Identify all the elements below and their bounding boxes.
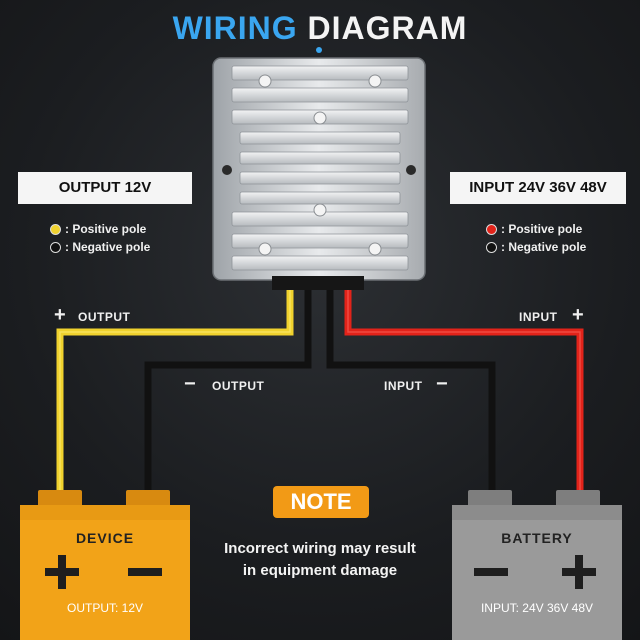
title-word-wiring: WIRING	[172, 10, 298, 46]
legend-label: : Positive pole	[65, 222, 147, 236]
output-voltage-label: OUTPUT 12V	[18, 172, 192, 204]
title-accent-dot	[316, 47, 322, 53]
legend-label: : Positive pole	[501, 222, 583, 236]
black-dot-icon	[50, 241, 61, 253]
device-footer: OUTPUT: 12V	[66, 601, 144, 615]
legend-label: : Negative pole	[65, 240, 151, 254]
mounting-hole-right	[406, 165, 416, 175]
legend-input-negative: : Negative pole	[486, 240, 586, 254]
legend-label: : Negative pole	[501, 240, 587, 254]
warning-line-2: in equipment damage	[242, 562, 398, 579]
screw-icon	[258, 74, 382, 256]
dc-converter	[212, 57, 426, 290]
heatsink-fins	[231, 65, 409, 271]
plus-sign-input: +	[572, 304, 584, 326]
output-negative-wire	[144, 285, 312, 498]
legend-input-positive: : Positive pole	[486, 222, 582, 236]
minus-terminal-icon	[474, 568, 508, 576]
output-negative-label: OUTPUT	[212, 379, 265, 393]
title-word-diagram: DIAGRAM	[307, 10, 468, 46]
input-negative-wire	[326, 285, 496, 498]
input-positive-label: INPUT	[519, 310, 558, 324]
minus-terminal-icon	[128, 568, 162, 576]
minus-sign-input: −	[436, 373, 448, 395]
input-negative-label: INPUT	[384, 379, 423, 393]
battery-label: BATTERY	[501, 530, 573, 546]
device-label: DEVICE	[75, 530, 135, 546]
warning-line-1: Incorrect wiring may result	[224, 540, 416, 557]
minus-sign-output: −	[184, 373, 196, 395]
input-voltage-label: INPUT 24V 36V 48V	[450, 172, 626, 204]
yellow-dot-icon	[50, 223, 61, 235]
plus-sign-output: +	[54, 304, 66, 326]
page-title: WIRING DIAGRAM	[0, 10, 640, 47]
mounting-hole-left	[222, 165, 232, 175]
red-dot-icon	[486, 223, 497, 235]
black-dot-icon	[486, 241, 497, 253]
input-battery-body	[452, 490, 622, 640]
input-positive-wire	[344, 285, 584, 498]
legend-output-positive: : Positive pole	[50, 222, 146, 236]
output-positive-label: OUTPUT	[78, 310, 131, 324]
device-battery-body	[20, 490, 190, 640]
legend-output-negative: : Negative pole	[50, 240, 150, 254]
note-badge: NOTE	[273, 486, 369, 518]
battery-footer: INPUT: 24V 36V 48V	[480, 601, 594, 615]
